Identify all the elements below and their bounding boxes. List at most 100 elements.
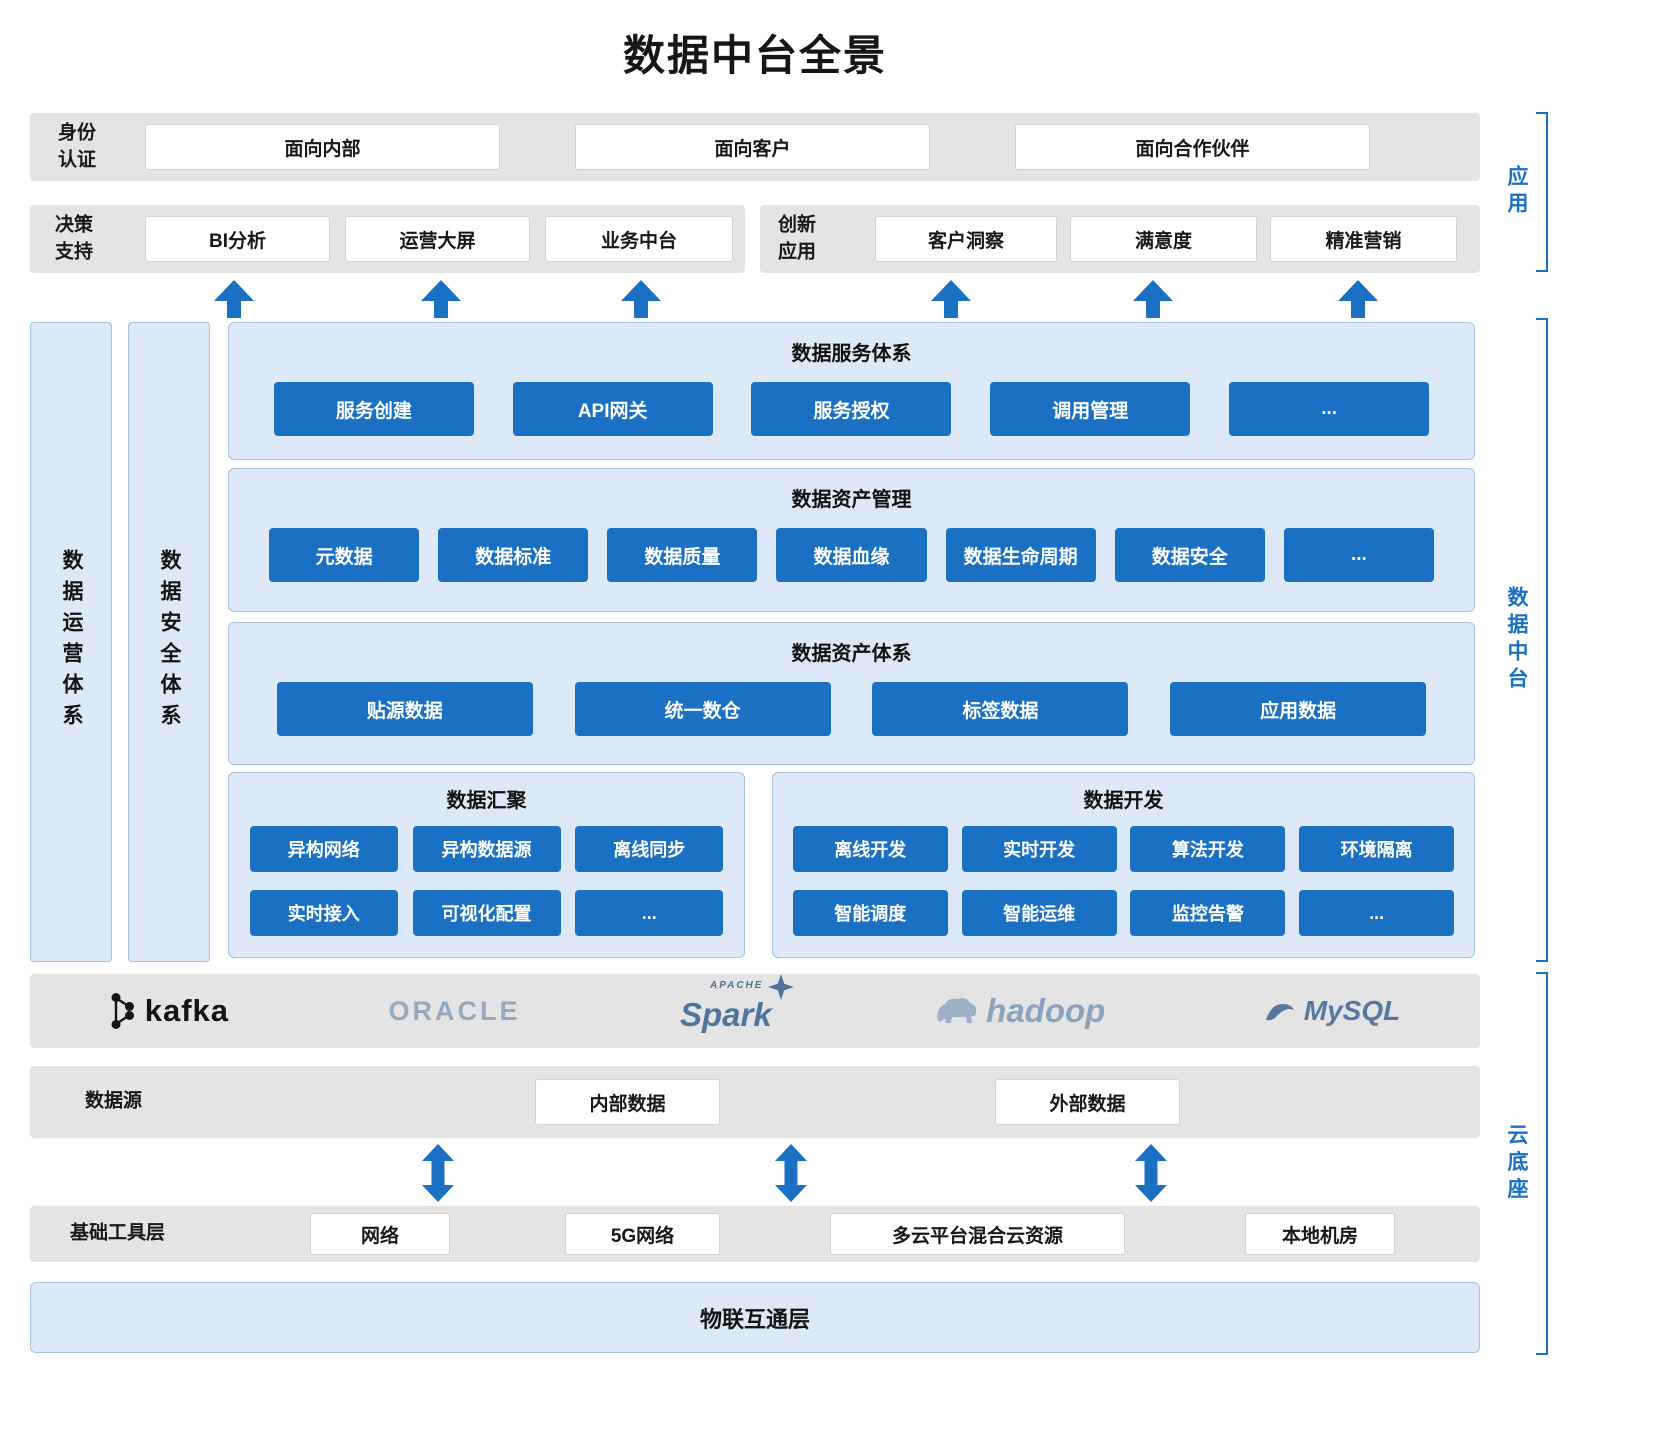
- block-multicloud-hybrid: 多云平台混合云资源: [830, 1213, 1125, 1255]
- block-internal-data: 内部数据: [535, 1079, 720, 1125]
- data-asset-sys-panel: 数据资产体系 贴源数据 统一数仓 标签数据 应用数据: [228, 622, 1475, 765]
- application-bracket-line: [1536, 112, 1548, 272]
- data-security-label: 数据安全体系: [158, 549, 181, 735]
- kafka-icon: [111, 993, 134, 1029]
- application-bracket-label: 应用: [1505, 165, 1528, 219]
- datasource-label: 数据源: [85, 1090, 143, 1112]
- block-internal-facing: 面向内部: [145, 124, 500, 170]
- block-local-datacenter: 本地机房: [1245, 1213, 1395, 1255]
- block-heterogeneous-datasource: 异构数据源: [412, 826, 561, 872]
- spark-star-icon: [767, 974, 794, 1000]
- basic-tools-label: 基础工具层: [70, 1222, 166, 1244]
- block-application-data: 应用数据: [1170, 682, 1427, 736]
- data-service-panel: 数据服务体系 服务创建 API网关 服务授权 调用管理 ...: [228, 322, 1475, 460]
- up-arrow-icon: [214, 280, 254, 318]
- hadoop-elephant-icon: [937, 998, 977, 1023]
- basic-tools-row: 基础工具层 网络 5G网络 多云平台混合云资源 本地机房: [30, 1206, 1480, 1262]
- data-platform-bracket-label: 数据中台: [1505, 586, 1528, 694]
- block-monitoring-alert: 监控告警: [1130, 890, 1286, 936]
- block-smart-ops: 智能运维: [961, 890, 1117, 936]
- cloud-base-bracket-label: 云底座: [1505, 1123, 1528, 1204]
- double-arrow-icon: [775, 1144, 807, 1202]
- up-arrow-icon: [621, 280, 661, 318]
- mysql-logo: MySQL: [1265, 995, 1400, 1027]
- cloud-base-bracket: 云底座: [1500, 972, 1548, 1355]
- block-realtime-access: 实时接入: [249, 890, 398, 936]
- data-aggregation-row-1: 异构网络 异构数据源 离线同步: [229, 826, 744, 872]
- block-asset-mgmt-more: ...: [1283, 528, 1434, 582]
- block-source-data: 贴源数据: [276, 682, 533, 736]
- double-arrow-icon: [422, 1144, 454, 1202]
- application-bracket: 应用: [1500, 112, 1548, 272]
- data-operations-bar: 数据运营体系: [30, 322, 112, 962]
- block-aggregation-more: ...: [575, 890, 724, 936]
- data-asset-sys-title: 数据资产体系: [791, 643, 912, 665]
- block-heterogeneous-network: 异构网络: [249, 826, 398, 872]
- data-asset-sys-items: 贴源数据 统一数仓 标签数据 应用数据: [229, 682, 1474, 736]
- block-data-standard: 数据标准: [438, 528, 589, 582]
- up-arrow-icon: [1133, 280, 1173, 318]
- mysql-logo-text: MySQL: [1303, 995, 1401, 1026]
- innovation-app-label: 创新 应用: [778, 214, 817, 262]
- data-security-bar: 数据安全体系: [128, 322, 210, 962]
- hadoop-logo: hadoop: [931, 992, 1105, 1030]
- data-aggregation-title: 数据汇聚: [446, 790, 527, 812]
- block-service-authorization: 服务授权: [751, 382, 952, 436]
- datasource-row: 数据源 内部数据 外部数据: [30, 1066, 1480, 1138]
- data-aggregation-panel: 数据汇聚 异构网络 异构数据源 离线同步 实时接入 可视化配置 ...: [228, 772, 745, 958]
- iot-interconnect-bar: 物联互通层: [30, 1282, 1480, 1353]
- iot-interconnect-label: 物联互通层: [699, 1306, 810, 1332]
- block-smart-scheduling: 智能调度: [792, 890, 948, 936]
- block-bi-analysis: BI分析: [145, 216, 330, 262]
- block-development-more: ...: [1299, 890, 1455, 936]
- decision-support-row: 决策 支持 BI分析 运营大屏 业务中台: [30, 205, 745, 273]
- decision-support-label: 决策 支持: [55, 214, 94, 262]
- block-data-quality: 数据质量: [607, 528, 758, 582]
- spark-logo-text: Spark: [679, 996, 772, 1033]
- data-operations-label: 数据运营体系: [60, 549, 83, 735]
- block-external-data: 外部数据: [995, 1079, 1180, 1125]
- data-development-row-2: 智能调度 智能运维 监控告警 ...: [773, 890, 1474, 936]
- block-unified-warehouse: 统一数仓: [574, 682, 831, 736]
- up-arrow-icon: [931, 280, 971, 318]
- block-data-lifecycle: 数据生命周期: [945, 528, 1096, 582]
- block-network: 网络: [310, 1213, 450, 1255]
- block-offline-sync: 离线同步: [575, 826, 724, 872]
- hadoop-logo-text: hadoop: [986, 992, 1106, 1029]
- data-asset-mgmt-panel: 数据资产管理 元数据 数据标准 数据质量 数据血缘 数据生命周期 数据安全 ..…: [228, 468, 1475, 612]
- up-arrow-icon: [1338, 280, 1378, 318]
- mysql-dolphin-icon: [1265, 1004, 1294, 1021]
- block-service-more: ...: [1229, 382, 1430, 436]
- data-asset-mgmt-items: 元数据 数据标准 数据质量 数据血缘 数据生命周期 数据安全 ...: [229, 528, 1474, 582]
- data-platform-bracket-line: [1536, 318, 1548, 962]
- block-offline-dev: 离线开发: [792, 826, 948, 872]
- block-service-creation: 服务创建: [273, 382, 474, 436]
- block-data-security: 数据安全: [1114, 528, 1265, 582]
- data-platform-bracket: 数据中台: [1500, 318, 1548, 962]
- tech-logos-row: kafka ORACLE APACHE Spark hadoop MySQL: [30, 974, 1480, 1048]
- block-ops-dashboard: 运营大屏: [345, 216, 530, 262]
- block-partner-facing: 面向合作伙伴: [1015, 124, 1370, 170]
- block-customer-facing: 面向客户: [575, 124, 930, 170]
- block-env-isolation: 环境隔离: [1299, 826, 1455, 872]
- data-service-items: 服务创建 API网关 服务授权 调用管理 ...: [229, 382, 1474, 436]
- block-metadata: 元数据: [269, 528, 420, 582]
- kafka-logo-text: kafka: [144, 993, 230, 1028]
- block-tag-data: 标签数据: [872, 682, 1129, 736]
- data-development-panel: 数据开发 离线开发 实时开发 算法开发 环境隔离 智能调度 智能运维 监控告警 …: [772, 772, 1475, 958]
- cloud-base-bracket-line: [1536, 972, 1548, 1355]
- block-business-middle: 业务中台: [545, 216, 733, 262]
- block-5g-network: 5G网络: [565, 1213, 720, 1255]
- page-title: 数据中台全景: [622, 32, 887, 79]
- identity-auth-row: 身份 认证 面向内部 面向客户 面向合作伙伴: [30, 113, 1480, 181]
- kafka-logo: kafka: [110, 992, 229, 1030]
- block-precision-marketing: 精准营销: [1270, 216, 1457, 262]
- block-satisfaction: 满意度: [1070, 216, 1257, 262]
- innovation-app-row: 创新 应用 客户洞察 满意度 精准营销: [760, 205, 1480, 273]
- block-visual-config: 可视化配置: [412, 890, 561, 936]
- oracle-logo: ORACLE: [389, 996, 521, 1027]
- block-realtime-dev: 实时开发: [961, 826, 1117, 872]
- oracle-logo-text: ORACLE: [388, 995, 521, 1026]
- block-algorithm-dev: 算法开发: [1130, 826, 1286, 872]
